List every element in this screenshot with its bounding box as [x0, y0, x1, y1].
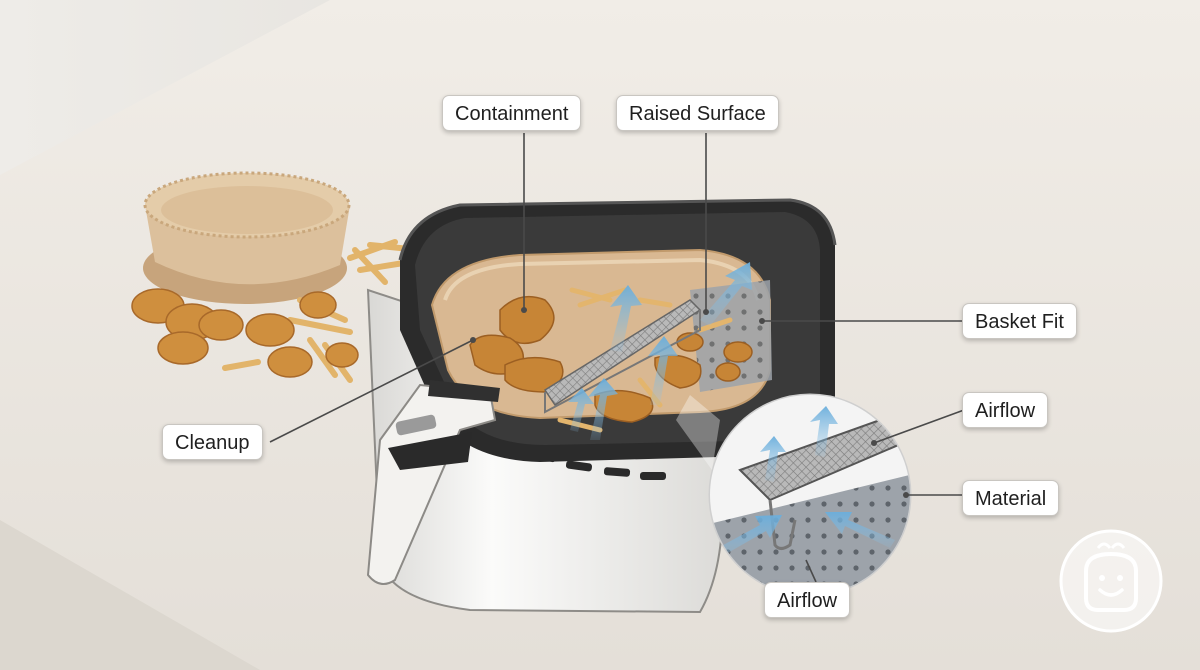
magnified-detail [676, 393, 912, 597]
food-on-counter [131, 239, 423, 383]
leader-cleanup [269, 339, 474, 443]
label-cleanup: Cleanup [162, 424, 263, 460]
fryer-handle [366, 380, 500, 585]
smiling-face-logo-icon [1059, 529, 1163, 633]
leader-airflow-top [873, 409, 965, 444]
label-raised-surface: Raised Surface [616, 95, 779, 131]
leader-lines [269, 133, 965, 583]
cabinet-front [0, 520, 260, 670]
label-containment: Containment [442, 95, 582, 131]
label-basket-fit: Basket Fit [962, 303, 1077, 339]
spare-parchment-liner [143, 171, 351, 304]
leader-dots [470, 307, 909, 498]
label-airflow-bottom: Airflow [764, 582, 851, 618]
leader-airflow-bottom [805, 559, 817, 583]
label-airflow-top: Airflow [962, 392, 1049, 428]
airflow-arrows [568, 262, 752, 440]
label-material: Material [962, 480, 1060, 516]
